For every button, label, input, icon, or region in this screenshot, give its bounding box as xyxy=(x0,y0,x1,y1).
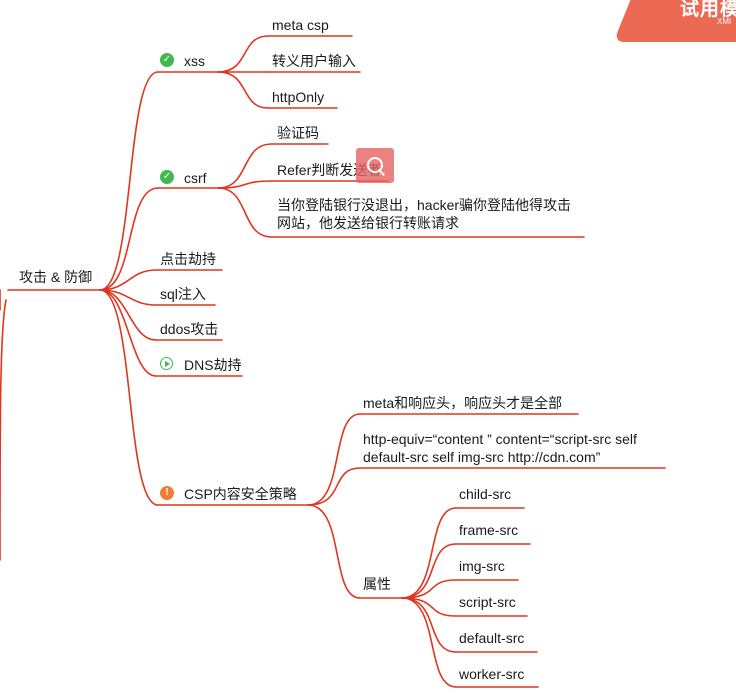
node-dns-hijack[interactable]: DNS劫持 xyxy=(184,357,242,373)
node-csp-http-equiv[interactable]: http-equiv=“content ” content=“script-sr… xyxy=(363,431,637,465)
node-attr-worker-src[interactable]: worker-src xyxy=(459,666,525,682)
node-csp-meta-header[interactable]: meta和响应头，响应头才是全部 xyxy=(363,395,563,411)
node-csp[interactable]: CSP内容安全策略 xyxy=(184,486,297,502)
node-xss[interactable]: xss xyxy=(184,53,205,69)
search-icon xyxy=(367,157,383,173)
node-xss-httponly[interactable]: httpOnly xyxy=(272,89,325,105)
root-node[interactable]: 攻击 & 防御 xyxy=(19,269,93,285)
node-csrf-captcha[interactable]: 验证码 xyxy=(277,125,319,141)
node-attr-img-src[interactable]: img-src xyxy=(459,558,505,574)
node-attr-default-src[interactable]: default-src xyxy=(459,630,525,646)
node-csrf[interactable]: csrf xyxy=(184,170,207,186)
play-circle-icon xyxy=(160,357,173,370)
warning-circle-icon: ! xyxy=(160,486,174,500)
trial-badge-subtitle: XMI xyxy=(717,17,732,26)
trial-badge-title: 试用模 xyxy=(680,0,736,20)
node-xss-meta-csp[interactable]: meta csp xyxy=(272,17,329,33)
check-circle-icon: ✓ xyxy=(160,53,174,67)
node-attr-frame-src[interactable]: frame-src xyxy=(459,522,519,538)
node-csp-attributes[interactable]: 属性 xyxy=(363,576,391,592)
node-csrf-scenario[interactable]: 当你登陆银行没退出，hacker骗你登陆他得攻击网站，他发送给银行转账请求 xyxy=(277,197,572,231)
node-ddos[interactable]: ddos攻击 xyxy=(160,321,219,337)
search-overlay[interactable] xyxy=(356,148,394,183)
check-circle-icon: ✓ xyxy=(160,170,174,184)
node-attr-script-src[interactable]: script-src xyxy=(459,594,516,610)
node-attr-child-src[interactable]: child-src xyxy=(459,486,512,502)
node-xss-escape-input[interactable]: 转义用户输入 xyxy=(272,53,356,69)
node-csrf-referer[interactable]: Refer判断发送者 xyxy=(277,162,382,178)
node-clickjacking[interactable]: 点击劫持 xyxy=(160,251,216,267)
node-sql-injection[interactable]: sql注入 xyxy=(160,286,206,302)
